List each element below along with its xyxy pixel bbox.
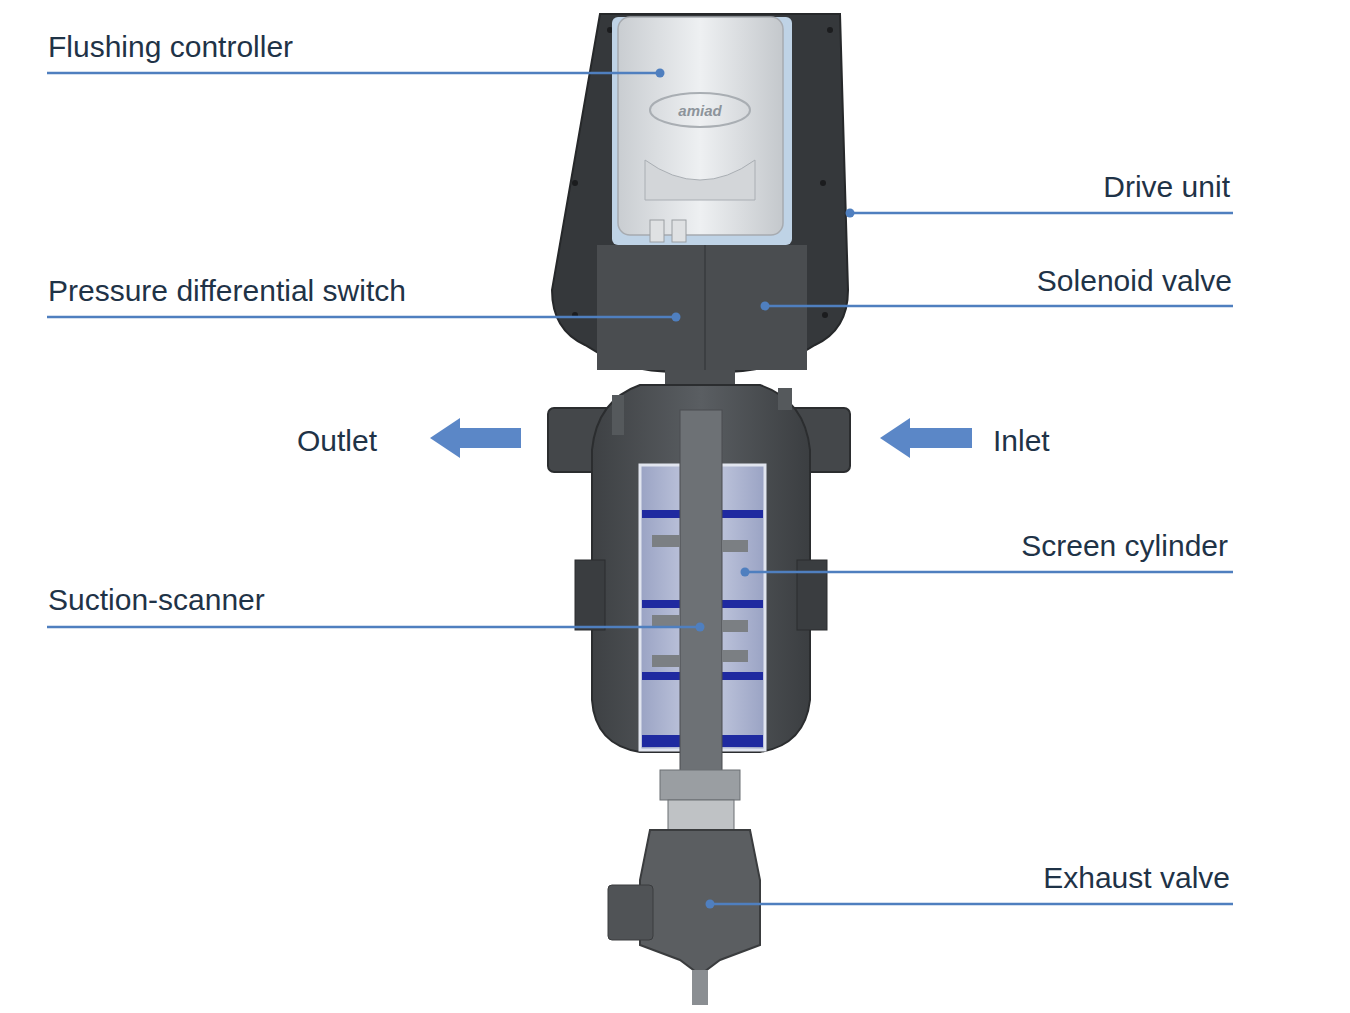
part-label: Exhaust valve (1043, 863, 1230, 893)
part-label: Flushing controller (48, 32, 293, 62)
leader-dots (656, 69, 855, 909)
pressure-switch-block (597, 245, 807, 370)
suction-scanner (680, 410, 722, 780)
controller-backplate (612, 17, 792, 245)
part-label: Suction-scanner (48, 585, 265, 615)
part-label: Pressure differential switch (48, 276, 406, 306)
flushing-controller (618, 17, 783, 235)
part-label: Screen cylinder (1021, 531, 1228, 561)
drive-unit-housing (552, 14, 848, 372)
inlet-arrow (880, 418, 972, 458)
brand-logo: amiad (678, 103, 721, 118)
exhaust-valve (640, 830, 760, 975)
part-label: Outlet (297, 426, 377, 456)
part-label: Solenoid valve (1037, 266, 1232, 296)
outlet-arrow (430, 418, 521, 458)
leader-lines (47, 73, 1233, 904)
part-label: Inlet (993, 426, 1050, 456)
part-label: Drive unit (1103, 172, 1230, 202)
